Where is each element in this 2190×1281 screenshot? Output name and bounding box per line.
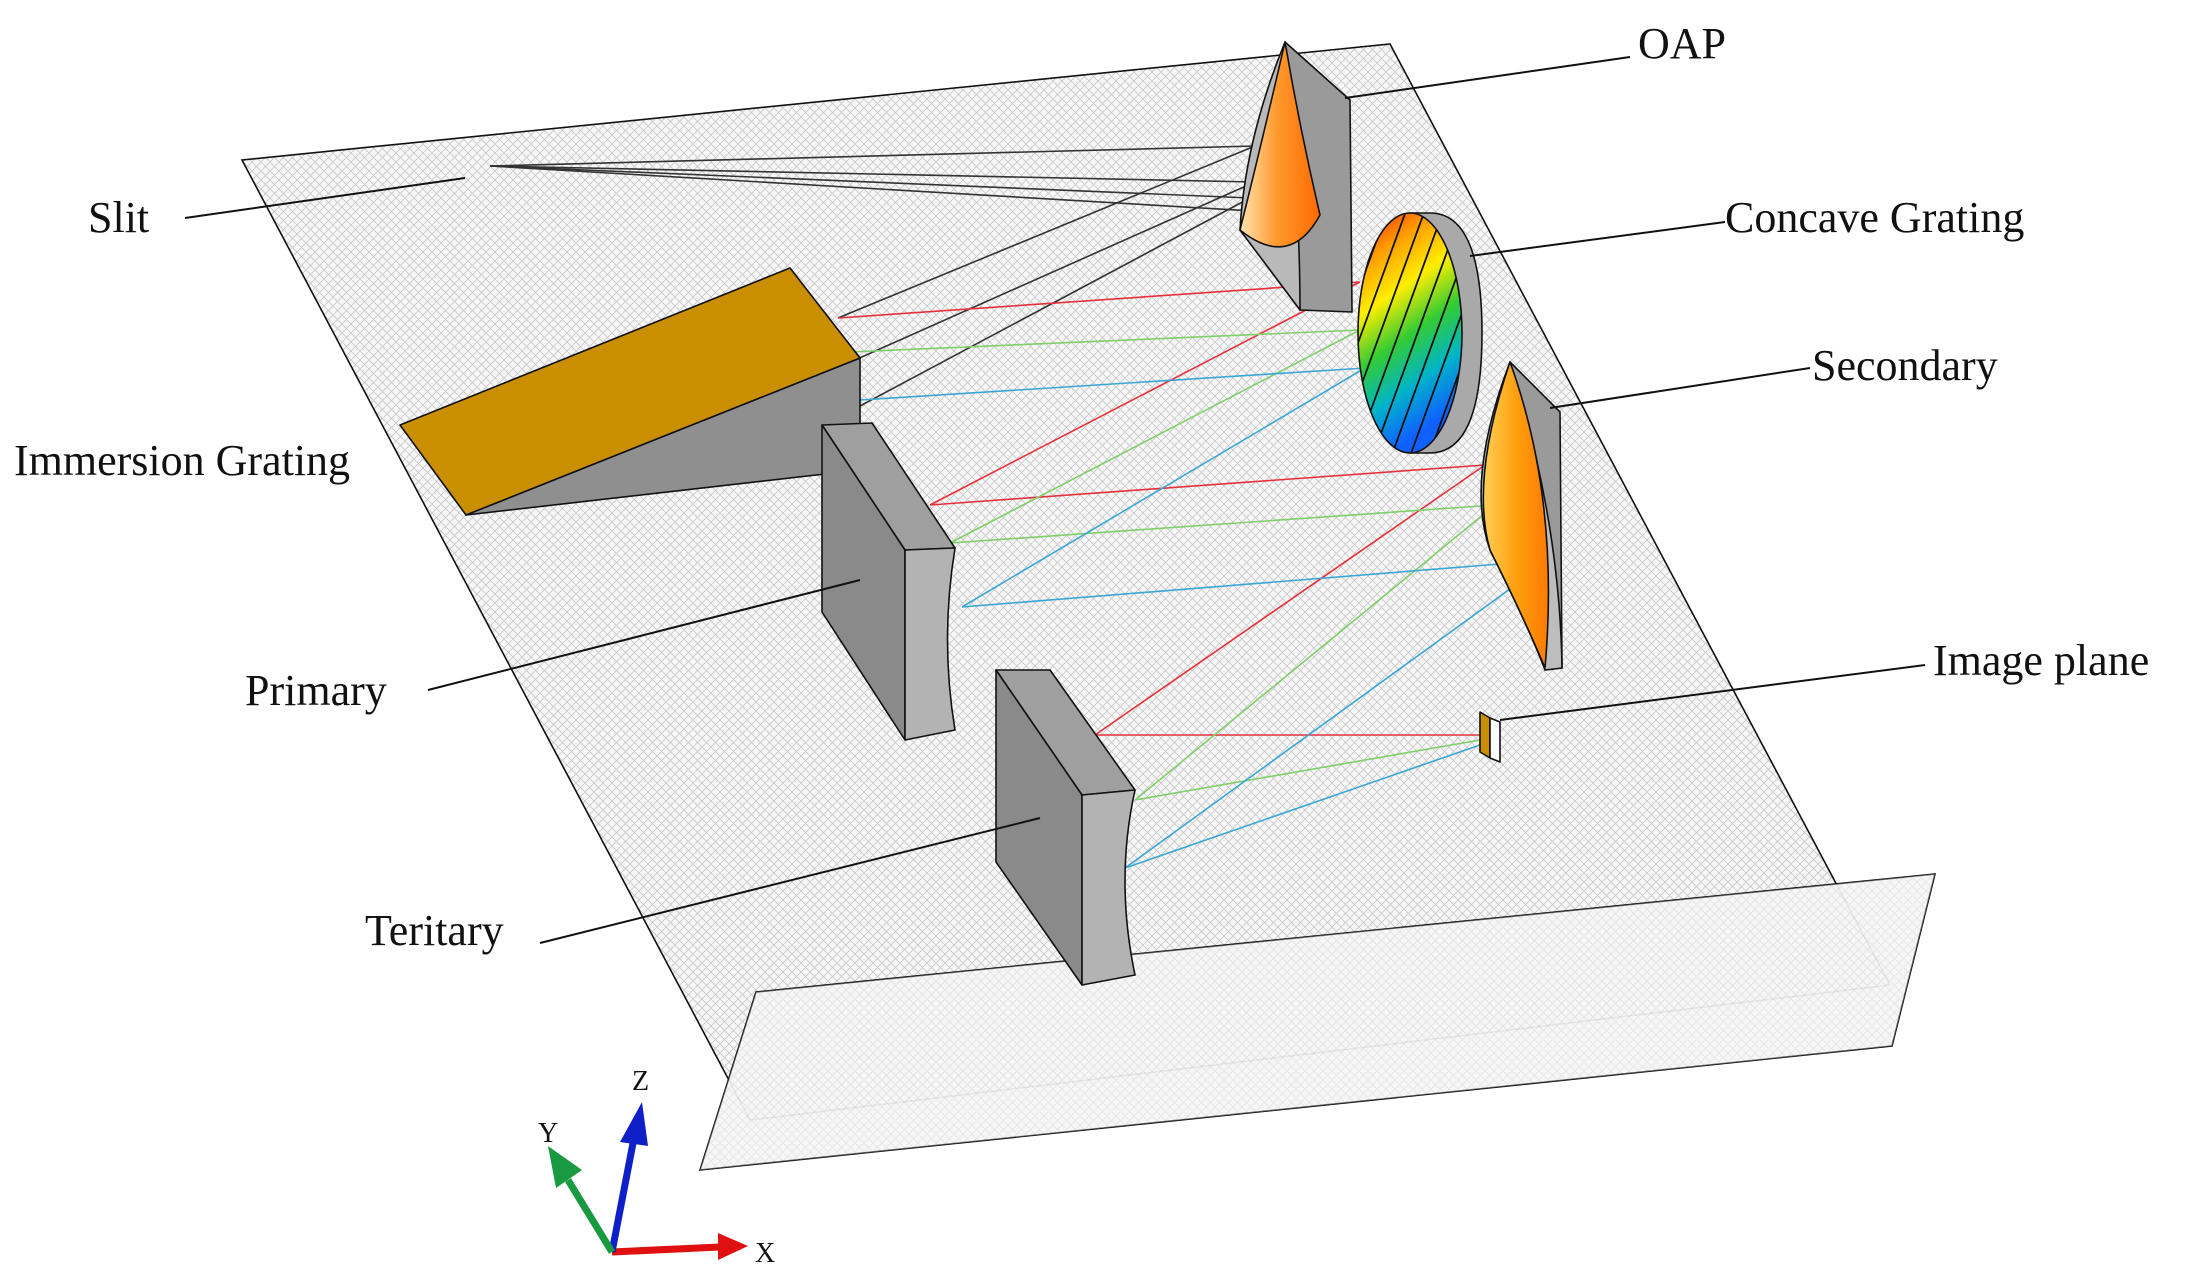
axis-z-label: Z — [632, 1066, 649, 1097]
image-plane-detector — [1479, 711, 1501, 763]
rays-blue — [859, 367, 1551, 869]
rays-slit-to-oap — [489, 145, 1321, 407]
label-teritary: Teritary — [365, 906, 504, 955]
axis-y-label: Y — [538, 1118, 558, 1149]
rays-red — [837, 281, 1486, 736]
oap-mirror — [1239, 41, 1353, 313]
label-primary: Primary — [245, 666, 387, 715]
label-oap: OAP — [1638, 19, 1726, 68]
rays-green — [849, 329, 1496, 801]
label-image-plane: Image plane — [1933, 636, 2149, 685]
label-concave-grating: Concave Grating — [1725, 193, 2024, 242]
callout-lines — [184, 56, 1926, 944]
label-slit: Slit — [88, 193, 149, 242]
primary-mirror — [821, 422, 956, 741]
immersion-grating-prism — [399, 267, 861, 516]
axis-triad: X Y Z — [538, 1066, 775, 1269]
axis-x-label: X — [755, 1238, 775, 1269]
front-panel-hatch — [700, 874, 1935, 1170]
label-secondary: Secondary — [1812, 341, 1998, 390]
secondary-mirror — [1480, 361, 1563, 671]
label-immersion-grating: Immersion Grating — [14, 436, 350, 485]
teritary-mirror — [995, 669, 1136, 986]
